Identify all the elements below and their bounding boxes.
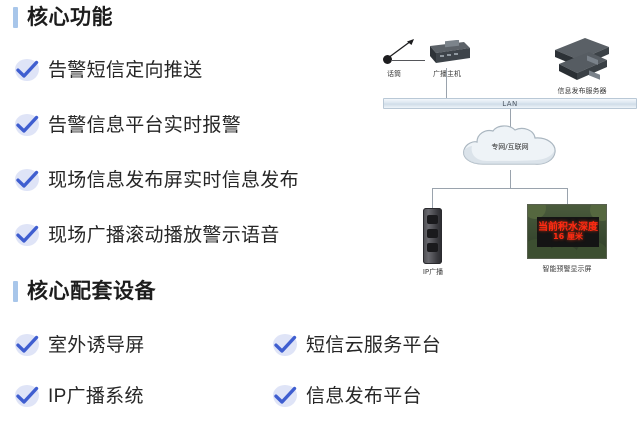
section-accent-bar — [13, 280, 18, 302]
list-item-label: IP广播系统 — [48, 385, 144, 407]
wire-lan-to-cloud — [510, 109, 511, 131]
section-header-core-functions: 核心功能 — [13, 4, 113, 30]
cloud-icon — [463, 125, 556, 165]
check-icon — [14, 222, 40, 248]
list-item-label: 告警信息平台实时报警 — [48, 114, 242, 136]
cloud-label: 专网/互联网 — [491, 143, 529, 151]
lan-bus: LAN — [383, 98, 637, 109]
wire-host-to-lan — [446, 68, 447, 98]
list-item: 室外诱导屏 — [14, 330, 145, 360]
ip-speaker-label: IP广播 — [422, 268, 444, 276]
network-topology-diagram: 话筒 广播主机 信息发布服务器 LAN 专网/互联网 IP广播 — [375, 18, 641, 286]
list-item-label: 告警短信定向推送 — [48, 59, 203, 81]
wire-to-led-screen — [567, 188, 568, 204]
feature-list-panel: 核心功能 告警短信定向推送 告警信息平台实时报警 现场信息发布屏实时信息发布 现… — [13, 4, 441, 411]
broadcast-host-label: 广播主机 — [433, 70, 461, 78]
section-title: 核心配套设备 — [27, 279, 156, 303]
check-icon — [14, 112, 40, 138]
led-screen-label: 智能预警显示屏 — [542, 265, 592, 273]
list-item: 信息发布平台 — [272, 381, 422, 411]
info-release-server-label: 信息发布服务器 — [557, 87, 607, 95]
wire-mic-to-host — [391, 60, 425, 61]
list-item: 告警短信定向推送 — [14, 55, 202, 85]
check-icon — [14, 332, 40, 358]
led-line-2: 16 厘米 — [553, 232, 583, 242]
list-item: 短信云服务平台 — [272, 330, 441, 360]
section-header-core-equipment: 核心配套设备 — [13, 278, 156, 304]
list-item-label: 现场广播滚动播放警示语音 — [48, 224, 280, 246]
led-line-1: 当前积水深度 — [538, 221, 598, 233]
lan-bus-label: LAN — [502, 100, 518, 108]
section-title: 核心功能 — [27, 5, 113, 29]
section-accent-bar — [13, 6, 18, 28]
check-icon — [14, 167, 40, 193]
list-item: 告警信息平台实时报警 — [14, 110, 241, 140]
list-item: 现场信息发布屏实时信息发布 — [14, 165, 299, 195]
check-icon — [272, 383, 298, 409]
led-warning-screen: 当前积水深度 16 厘米 — [527, 204, 607, 259]
wire-split-bus — [432, 188, 567, 189]
list-item: IP广播系统 — [14, 381, 144, 411]
info-release-server-icon — [555, 38, 609, 80]
broadcast-host-icon — [430, 40, 470, 63]
list-item-label: 室外诱导屏 — [48, 334, 145, 356]
check-icon — [14, 57, 40, 83]
list-item-label: 短信云服务平台 — [306, 334, 442, 356]
check-icon — [14, 383, 40, 409]
list-item-label: 现场信息发布屏实时信息发布 — [48, 169, 299, 191]
led-screen-content: 当前积水深度 16 厘米 — [537, 217, 599, 247]
wire-cloud-down — [510, 170, 511, 188]
list-item-label: 信息发布平台 — [306, 385, 422, 407]
check-icon — [272, 332, 298, 358]
microphone-boom-icon — [387, 39, 414, 59]
list-item: 现场广播滚动播放警示语音 — [14, 220, 280, 250]
ip-speaker-icon — [423, 208, 442, 264]
microphone-icon — [383, 55, 392, 64]
wire-to-ip-speaker — [432, 188, 433, 208]
microphone-label: 话筒 — [387, 70, 401, 78]
